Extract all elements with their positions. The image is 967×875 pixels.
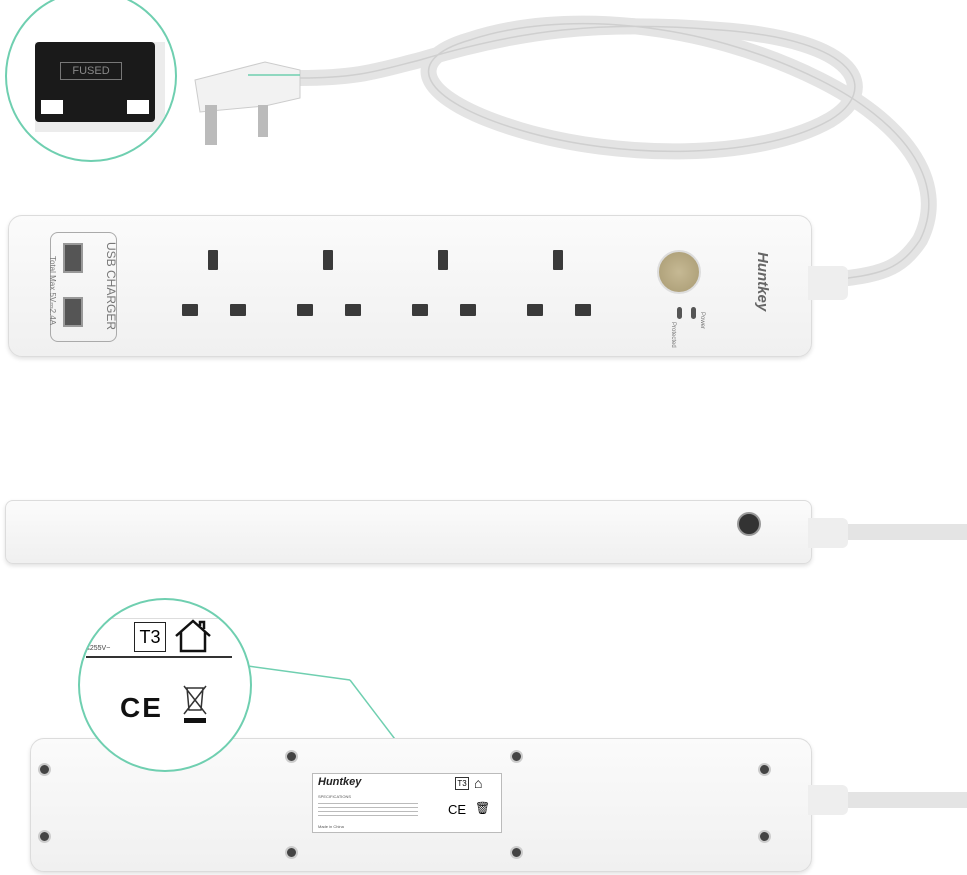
house-icon-small: ⌂ bbox=[474, 775, 483, 791]
voltage-rating: ≤255V~ bbox=[86, 645, 111, 652]
socket-pin-hole bbox=[412, 304, 428, 316]
power-strip-side-view bbox=[5, 500, 812, 564]
reset-button[interactable] bbox=[737, 512, 761, 536]
cord-strain-relief bbox=[808, 266, 848, 300]
fuse-label: FUSED bbox=[60, 62, 122, 80]
screw bbox=[285, 846, 298, 859]
cord-strain-relief-side bbox=[808, 518, 848, 548]
usb-charger-panel bbox=[50, 232, 117, 342]
spec-origin: Made in China bbox=[318, 824, 344, 829]
socket-pin-hole bbox=[553, 250, 563, 270]
socket-pin-hole bbox=[438, 250, 448, 270]
fuse-inset: FUSED bbox=[5, 0, 177, 162]
ce-mark: CE bbox=[120, 692, 163, 723]
cord-strain-relief-bottom bbox=[808, 785, 848, 815]
usb-charger-label: USB CHARGER bbox=[104, 242, 118, 331]
spec-label: Huntkey SPECIFICATIONS Made in China T3 … bbox=[312, 773, 502, 833]
usb-rating-label: Total Max 5V⎓2.4A bbox=[48, 256, 57, 326]
t3-mark-small: T3 bbox=[455, 777, 469, 790]
power-indicator-label: Power bbox=[699, 312, 705, 330]
label-inset: ≤255V~ T3 CE bbox=[78, 598, 252, 772]
screw bbox=[758, 830, 771, 843]
spec-heading: SPECIFICATIONS bbox=[318, 794, 352, 799]
screw bbox=[285, 750, 298, 763]
protected-indicator-label: Protected bbox=[670, 322, 676, 348]
socket-pin-hole bbox=[460, 304, 476, 316]
protected-led bbox=[677, 307, 682, 319]
socket-pin-hole bbox=[182, 304, 198, 316]
screw bbox=[38, 763, 51, 776]
screw bbox=[510, 750, 523, 763]
usb-port-2[interactable] bbox=[63, 297, 83, 327]
fuse-holder: FUSED bbox=[35, 42, 155, 122]
ce-mark-small: CE bbox=[448, 802, 467, 817]
house-icon bbox=[175, 619, 211, 653]
socket-pin-hole bbox=[575, 304, 591, 316]
socket-pin-hole bbox=[527, 304, 543, 316]
screw bbox=[510, 846, 523, 859]
screw bbox=[38, 830, 51, 843]
spec-label-brand: Huntkey bbox=[318, 776, 362, 788]
socket-pin-hole bbox=[297, 304, 313, 316]
socket-pin-hole bbox=[208, 250, 218, 270]
socket-pin-hole bbox=[323, 250, 333, 270]
power-led bbox=[691, 307, 696, 319]
weee-bin-icon bbox=[183, 685, 207, 723]
t3-mark: T3 bbox=[134, 622, 166, 652]
weee-bin-icon-small: 🗑 bbox=[475, 801, 491, 815]
usb-port-1[interactable] bbox=[63, 243, 83, 273]
socket-pin-hole bbox=[345, 304, 361, 316]
power-switch[interactable] bbox=[657, 250, 701, 294]
brand-logo: Huntkey bbox=[754, 252, 771, 312]
socket-pin-hole bbox=[230, 304, 246, 316]
screw bbox=[758, 763, 771, 776]
